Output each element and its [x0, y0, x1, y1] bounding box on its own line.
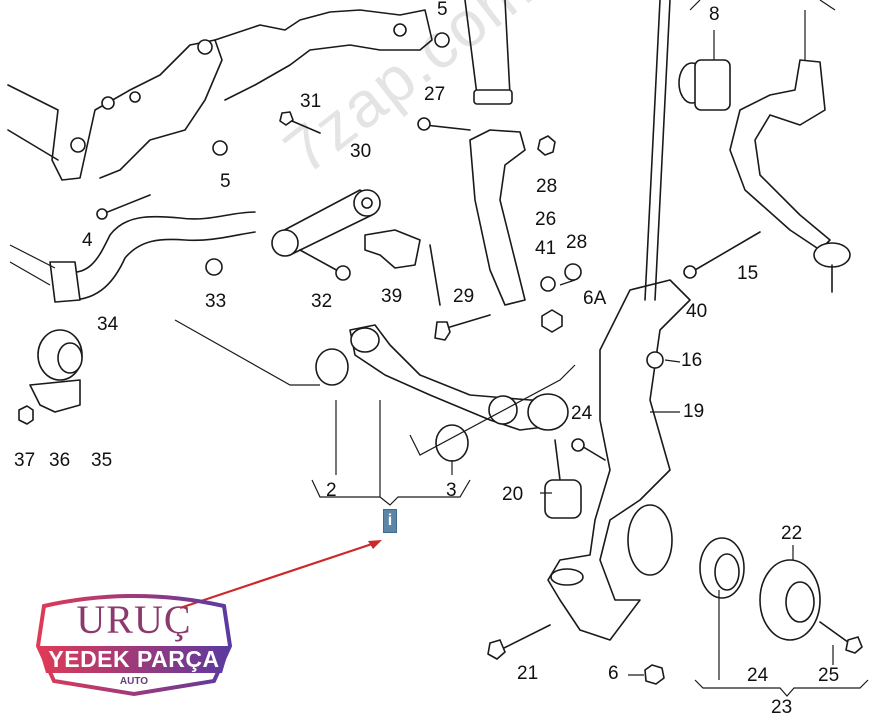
- bolt-31: [279, 111, 321, 134]
- label-19: 19: [683, 401, 705, 422]
- label-8: 8: [709, 4, 720, 25]
- nut-6a: [541, 309, 563, 333]
- nut-6: [644, 664, 665, 685]
- label-40: 40: [686, 301, 708, 322]
- clamp-36: [29, 379, 81, 413]
- label-33: 33: [205, 291, 227, 312]
- bolt-25: [819, 621, 853, 646]
- fork-26: [469, 129, 526, 306]
- washer-41: [540, 276, 556, 292]
- shock-absorber: [464, 0, 513, 105]
- nut-28-mid: [564, 263, 582, 281]
- logo-brand-text: URUÇ: [76, 597, 192, 642]
- nut-16: [646, 351, 664, 369]
- subframe: [7, 9, 433, 181]
- label-23: 23: [771, 697, 793, 718]
- label-3: 3: [446, 480, 457, 501]
- label-35: 35: [91, 450, 113, 471]
- nut-5-left: [212, 140, 228, 156]
- upper-arm: [729, 59, 831, 251]
- label-24-lower: 24: [747, 665, 769, 686]
- control-arm-1: [174, 319, 576, 462]
- label-15: 15: [737, 263, 759, 284]
- label-26: 26: [535, 209, 557, 230]
- label-36: 36: [49, 450, 71, 471]
- label-34: 34: [97, 314, 119, 335]
- label-6: 6: [608, 663, 619, 684]
- bolt-4: [96, 194, 151, 220]
- label-29: 29: [453, 286, 475, 307]
- label-30: 30: [350, 141, 372, 162]
- label-39: 39: [381, 286, 403, 307]
- label-4: 4: [82, 230, 93, 251]
- label-21: 21: [517, 663, 539, 684]
- nut-37: [18, 405, 34, 425]
- logo-sub-text: AUTO: [119, 676, 149, 687]
- stabilizer-bar: [9, 211, 256, 303]
- bolt-27: [424, 124, 471, 131]
- nut-28-top: [537, 135, 556, 156]
- label-27: 27: [424, 84, 446, 105]
- bolt-21: [499, 624, 551, 651]
- nut-5-top: [434, 32, 450, 48]
- label-20: 20: [502, 484, 524, 505]
- info-badge-part-1[interactable]: i: [383, 509, 397, 533]
- label-32: 32: [311, 291, 333, 312]
- label-6a: 6A: [583, 288, 607, 309]
- bushing-3: [435, 424, 469, 462]
- label-22: 22: [781, 523, 803, 544]
- leader-lines: [311, 0, 869, 697]
- label-28-top: 28: [536, 176, 558, 197]
- washer-40: [683, 265, 697, 279]
- ball-joint-20: [544, 439, 582, 519]
- label-41: 41: [535, 238, 557, 259]
- label-5-left: 5: [220, 171, 231, 192]
- wheel-bearing-housing-19: [547, 0, 691, 641]
- label-16: 16: [681, 350, 703, 371]
- pointer-arrow: [179, 540, 382, 610]
- label-5-top: 5: [437, 0, 448, 20]
- link-30: [271, 189, 381, 257]
- label-28-mid: 28: [566, 232, 588, 253]
- logo-band-text: YEDEK PARÇA: [48, 646, 220, 672]
- label-37: 37: [14, 450, 36, 471]
- label-2: 2: [326, 480, 337, 501]
- bushing-8: [678, 59, 731, 111]
- label-31: 31: [300, 91, 322, 112]
- bushing-2: [315, 348, 349, 386]
- brand-logo: URUÇ YEDEK PARÇA AUTO: [34, 586, 234, 696]
- logo-shield-shape: [35, 594, 233, 696]
- level-sensor-39: [364, 229, 421, 269]
- bolt-15: [694, 231, 761, 271]
- bolt-32: [299, 249, 351, 281]
- label-25: 25: [818, 665, 840, 686]
- label-24-upper: 24: [571, 403, 593, 424]
- nut-33: [205, 258, 223, 276]
